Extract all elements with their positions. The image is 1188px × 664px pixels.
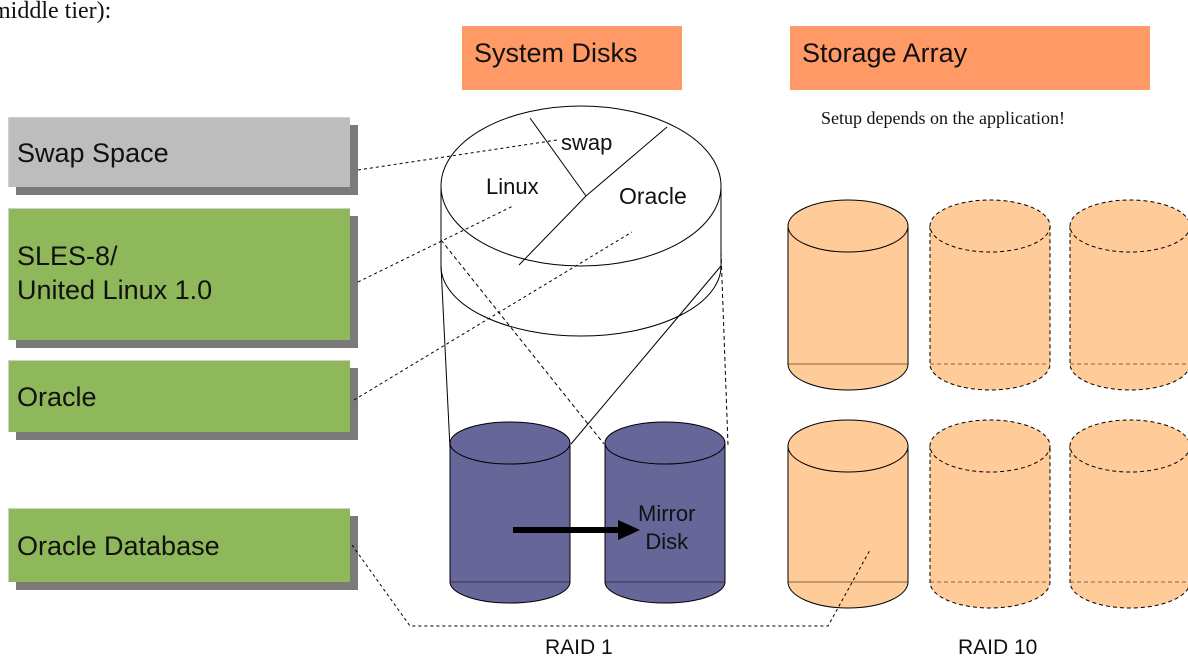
storage-disk-bottom-1 <box>787 419 909 609</box>
swap-space-label: Swap Space <box>17 138 169 168</box>
oracle-layer: Oracle <box>8 360 350 432</box>
storage-disk-bottom-3 <box>1069 419 1188 609</box>
storage-array-header: Storage Array <box>790 26 1150 90</box>
partition-oracle-label: Oracle <box>619 183 687 209</box>
connector-lines <box>351 139 871 627</box>
mirror-label-line1: Mirror <box>638 501 696 526</box>
partition-linux-label: Linux <box>486 174 539 199</box>
mirror-disk-label: Mirror Disk <box>638 500 695 556</box>
mirror-label-line2: Disk <box>645 529 689 554</box>
intro-text: middle tier): <box>0 0 112 24</box>
raid10-label: RAID 10 <box>958 636 1038 659</box>
raid1-disk-right <box>604 421 726 604</box>
storage-setup-note: Setup depends on the application! <box>821 108 1065 128</box>
oracle-layer-label: Oracle <box>17 382 97 412</box>
swap-space-layer: Swap Space <box>8 117 350 187</box>
system-disks-header: System Disks <box>462 26 682 90</box>
storage-disk-top-1 <box>787 199 909 391</box>
os-label-line1: SLES-8/ <box>17 241 118 271</box>
storage-disk-top-2 <box>929 199 1051 391</box>
mirror-arrow <box>513 520 640 540</box>
partition-lines <box>518 117 668 266</box>
storage-disk-bottom-2 <box>929 419 1051 609</box>
os-layer: SLES-8/ United Linux 1.0 <box>8 208 350 340</box>
oracle-database-layer: Oracle Database <box>8 508 350 582</box>
projection-lines <box>440 239 729 449</box>
raid1-label: RAID 1 <box>545 636 613 659</box>
os-label-line2: United Linux 1.0 <box>17 275 213 305</box>
storage-disk-top-3 <box>1069 199 1188 391</box>
partition-swap-label: swap <box>561 130 613 155</box>
oracle-database-label: Oracle Database <box>17 531 220 561</box>
raid1-disk-left <box>449 421 571 604</box>
